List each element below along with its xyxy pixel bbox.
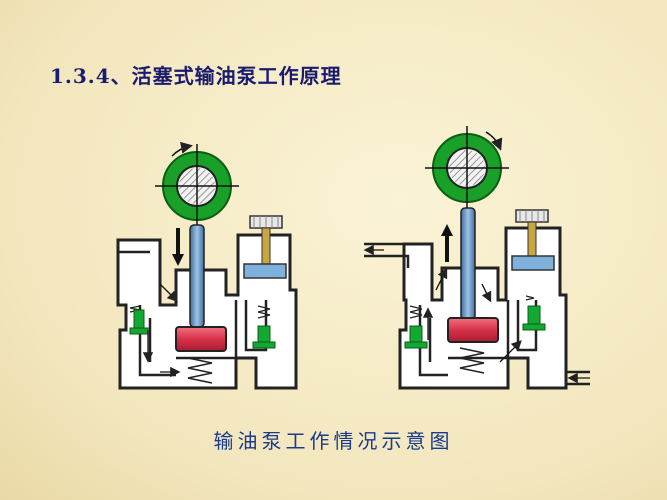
right-pump	[363, 126, 590, 390]
right-hand-pump-icon	[511, 209, 555, 271]
left-piston-spring-icon	[187, 357, 213, 384]
left-push-rod-icon	[189, 224, 205, 328]
left-cam-icon	[155, 141, 239, 228]
right-push-rod-icon	[460, 207, 476, 321]
right-piston-icon	[447, 317, 499, 343]
left-inlet-valve-icon	[129, 305, 149, 335]
right-outlet-valve-icon	[404, 305, 428, 349]
left-hand-pump-icon	[243, 215, 287, 279]
diagram-caption: 输油泵工作情况示意图	[213, 429, 454, 453]
left-pump	[116, 141, 298, 390]
right-piston-spring-icon	[459, 347, 485, 374]
left-outlet-valve-icon	[252, 305, 276, 349]
right-inlet-valve-icon	[522, 295, 546, 331]
left-piston-icon	[175, 326, 227, 352]
slide-title: 1.3.4、活塞式输油泵工作原理	[50, 64, 342, 88]
right-cam-icon	[425, 126, 509, 210]
